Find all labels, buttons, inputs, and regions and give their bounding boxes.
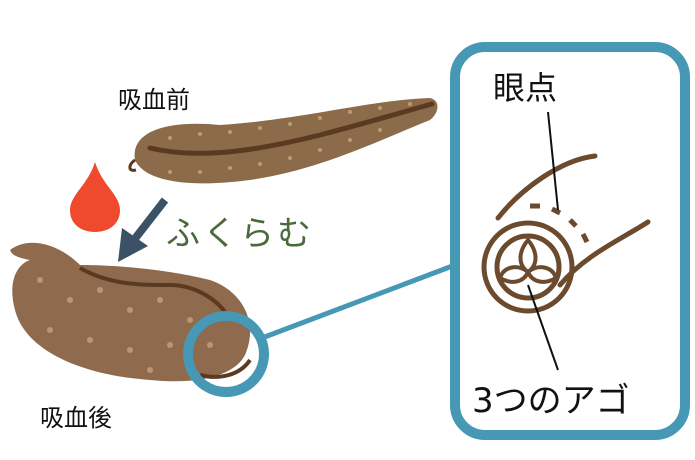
- mouth-detail: [481, 153, 651, 314]
- inset-frame: [450, 42, 690, 440]
- leech-before: [128, 98, 438, 184]
- eyespots: [530, 203, 590, 244]
- leech-after: [10, 242, 252, 382]
- label-after-feeding: 吸血後: [40, 404, 112, 432]
- eyespot-pointer: [547, 111, 559, 211]
- jaws-pointer: [527, 284, 559, 371]
- arrow-down-left-icon: [118, 197, 169, 262]
- label-eyespots: 眼点: [493, 69, 558, 107]
- blood-drop-icon: [70, 162, 120, 232]
- label-swell: ふくらむ: [166, 214, 314, 254]
- label-three-jaws: 3つのアゴ: [472, 381, 630, 421]
- label-before-feeding: 吸血前: [118, 86, 190, 114]
- zoom-highlight-circle: [183, 311, 269, 397]
- zoom-connector: [261, 262, 456, 341]
